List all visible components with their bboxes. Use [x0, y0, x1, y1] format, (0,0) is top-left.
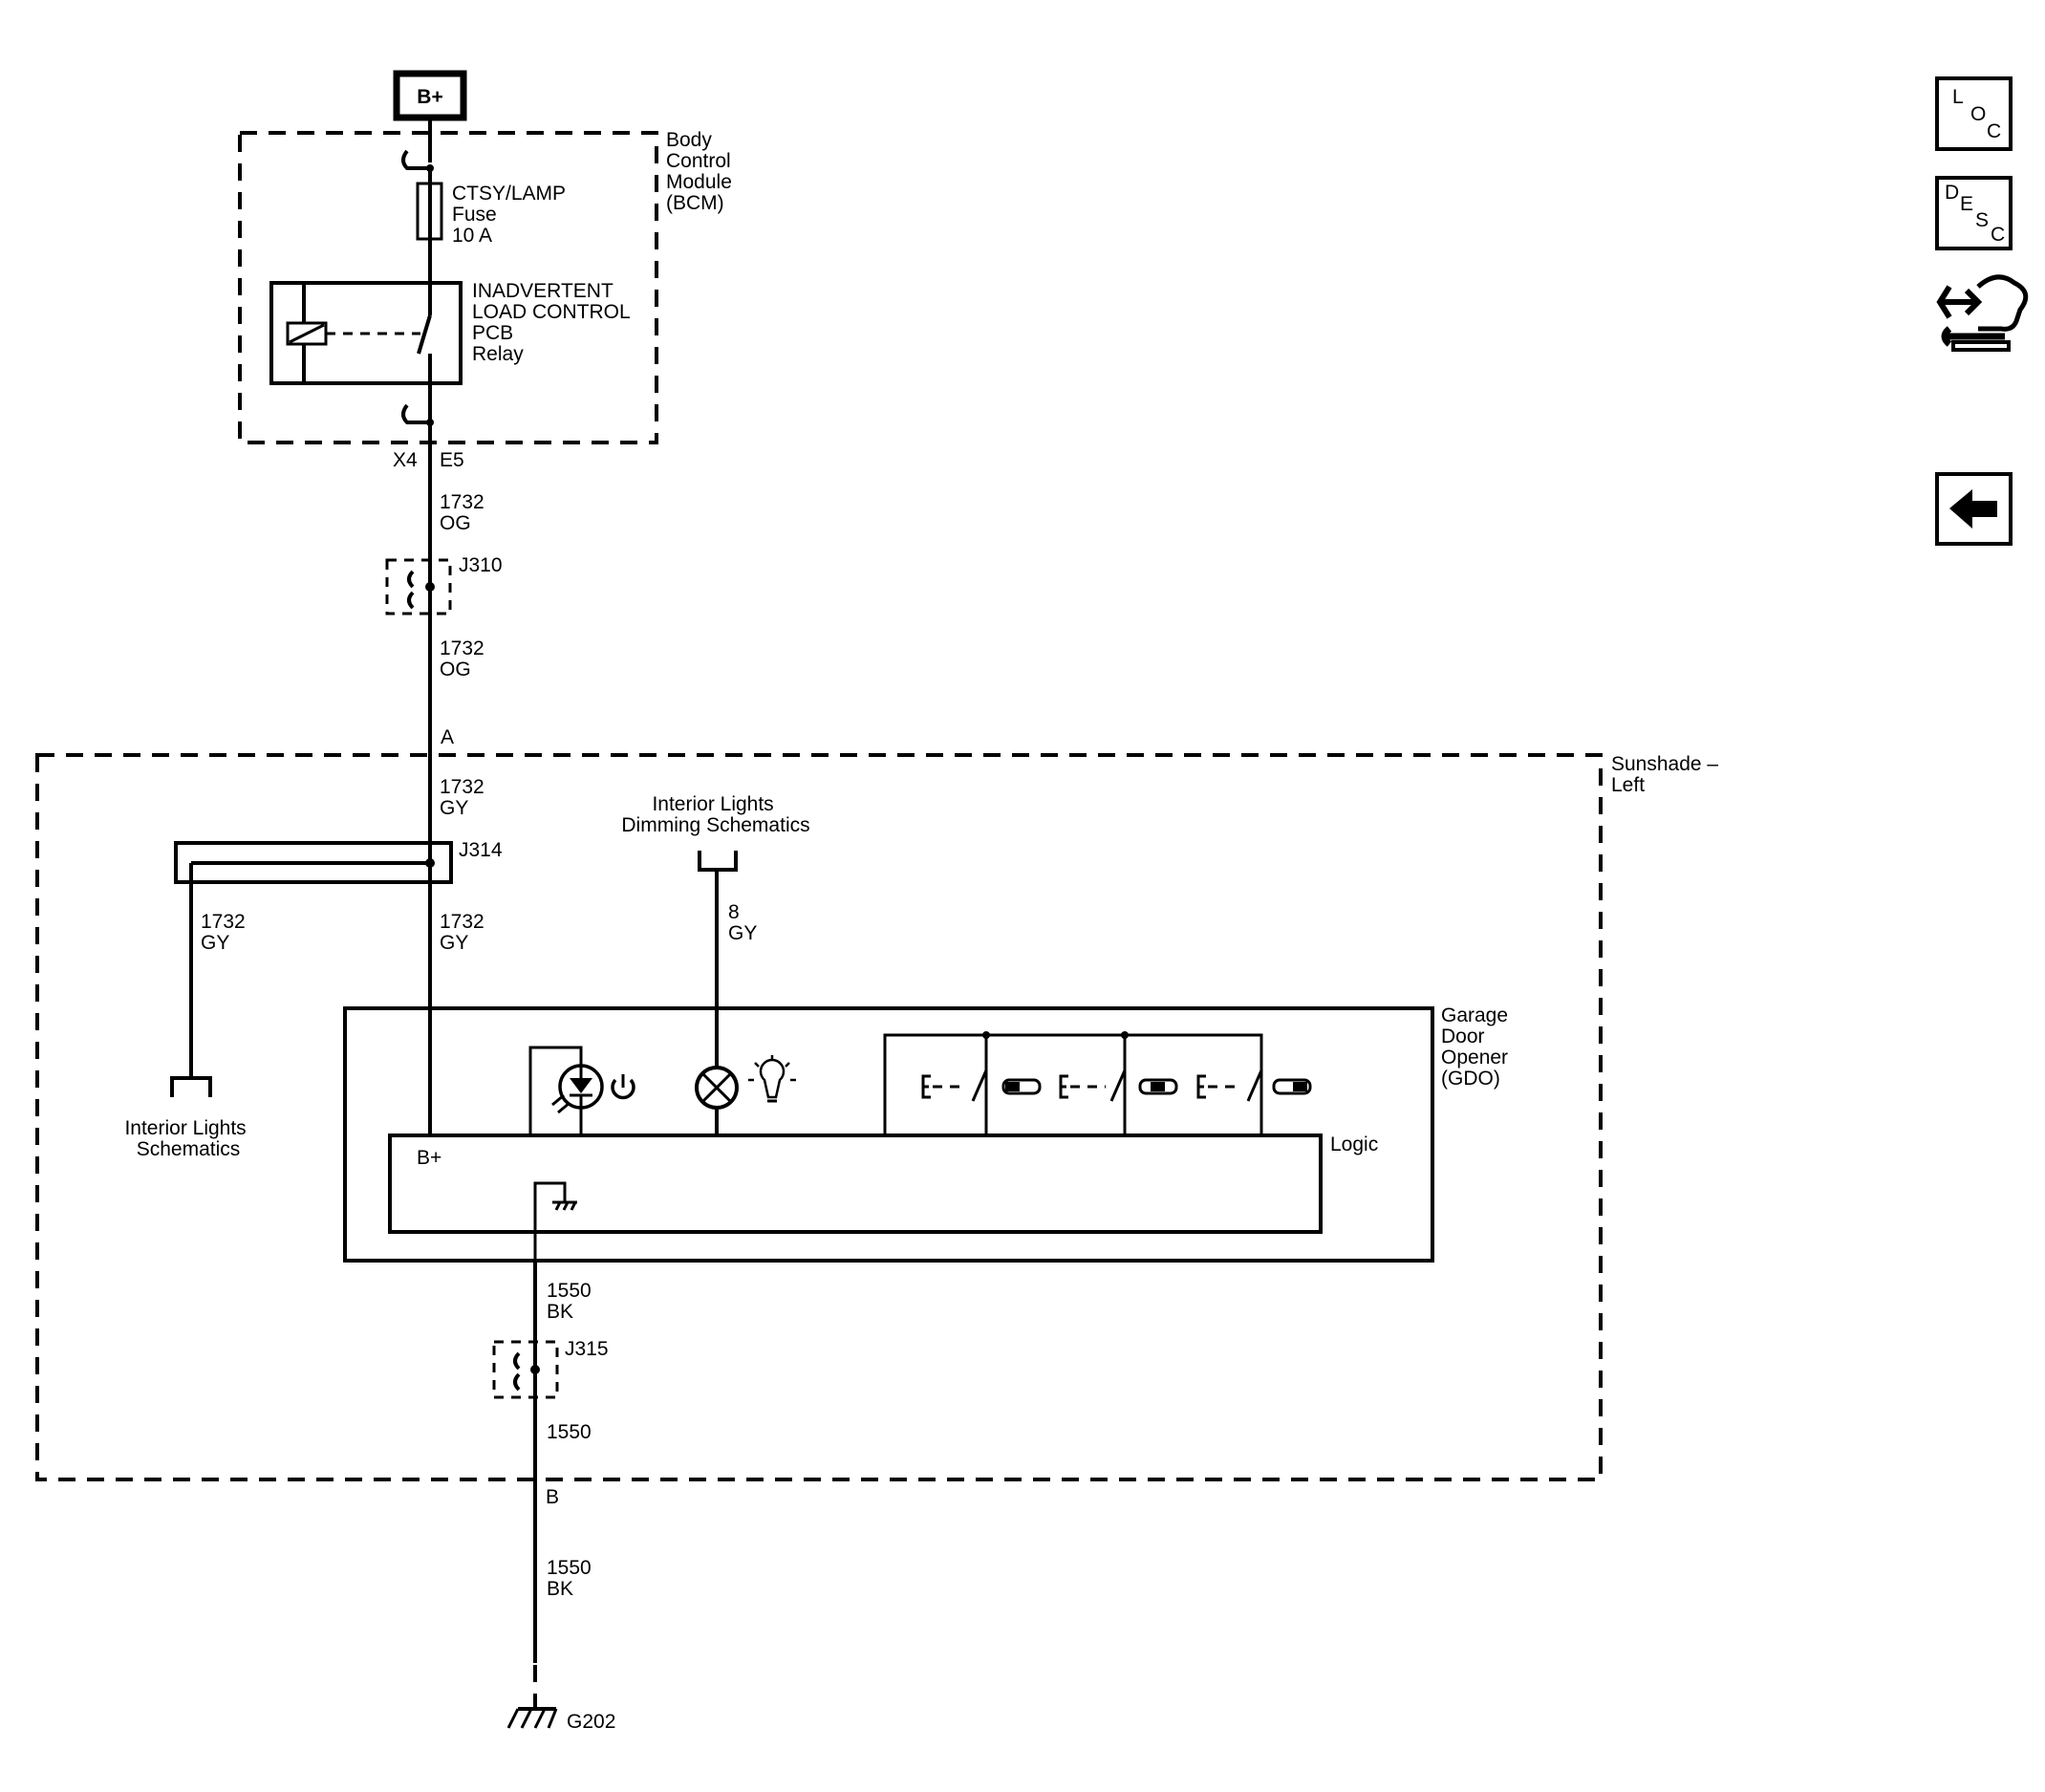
wire-1550: 1550	[547, 1421, 592, 1443]
dimming-label[interactable]: Interior Lights Dimming Schematics	[621, 793, 809, 836]
logic-bplus: B+	[417, 1147, 441, 1169]
power-icon	[611, 1074, 635, 1100]
dimming-ref[interactable]: Interior Lights Dimming Schematics	[621, 793, 810, 1070]
svg-text:S: S	[1975, 209, 1989, 231]
desc-button[interactable]: D E S C	[1935, 176, 2013, 250]
logic-label: Logic	[1330, 1133, 1378, 1155]
logic-ground-icon	[533, 1181, 577, 1262]
battery-supply: B+	[393, 70, 467, 121]
splice-j310: J310	[385, 554, 503, 615]
wire-8-gy: 8 GY	[728, 901, 757, 944]
svg-text:L: L	[1952, 86, 1964, 108]
j310-label: J310	[459, 554, 503, 576]
garage-door-opener: Garage Door Opener (GDO) Logic B+	[343, 1004, 1514, 1263]
wire-1732-og-a: 1732 OG	[440, 491, 490, 534]
relay-label: INADVERTENT LOAD CONTROL PCB Relay	[472, 280, 635, 365]
svg-text:E: E	[1960, 193, 1973, 215]
ground-g202-icon	[506, 1701, 558, 1729]
body-control-module: Body Control Module (BCM) CTSY/LAMP Fuse…	[238, 118, 738, 444]
bcm-name: Body Control Module (BCM)	[666, 129, 738, 214]
splice-j315: J315	[492, 1338, 609, 1399]
wire-1550-bk-a: 1550 BK	[547, 1280, 597, 1323]
svg-text:O: O	[1970, 103, 1986, 125]
switch-2-icon	[1059, 1031, 1178, 1102]
wire-1732-gy-left: 1732 GY	[201, 911, 251, 954]
connector-button[interactable]	[1936, 274, 2029, 352]
wire-1732-og-b: 1732 OG	[440, 637, 490, 680]
bcm-pin: E5	[440, 449, 464, 471]
svg-text:C: C	[1987, 120, 2001, 142]
j314-label: J314	[459, 839, 503, 861]
ground-label: G202	[567, 1711, 615, 1733]
bcm-connector: X4	[393, 449, 418, 471]
lamp-icon	[695, 1066, 739, 1135]
wire-1550-bk-b: 1550 BK	[547, 1557, 597, 1600]
sunshade-pin-b: B	[546, 1486, 559, 1508]
fuse-icon	[416, 168, 443, 315]
gdo-name: Garage Door Opener (GDO)	[1441, 1004, 1514, 1090]
interior-lights-label[interactable]: Interior Lights Schematics	[124, 1117, 251, 1160]
back-arrow-icon	[1949, 489, 1997, 529]
interior-lights-ref[interactable]: Interior Lights Schematics	[124, 1076, 251, 1160]
button-switches	[883, 1031, 1312, 1135]
back-button[interactable]	[1935, 472, 2013, 546]
loc-button[interactable]: L O C	[1935, 76, 2013, 151]
sunshade-left: Sunshade – Left	[35, 753, 1724, 1481]
svg-text:C: C	[1991, 224, 2005, 246]
j315-label: J315	[565, 1338, 609, 1360]
logic-block	[388, 1133, 1323, 1234]
svg-text:D: D	[1945, 182, 1959, 204]
relay-icon	[269, 281, 463, 421]
led-indicator-icon	[528, 1046, 604, 1135]
switch-1-icon	[921, 1031, 1042, 1102]
wire-1732-gy-a: 1732 GY	[440, 776, 490, 819]
sunshade-pin-a: A	[441, 726, 454, 748]
fuse-label: CTSY/LAMP Fuse 10 A	[452, 183, 571, 247]
wire-1732-gy-b: 1732 GY	[440, 911, 490, 954]
switch-3-icon	[1196, 1069, 1312, 1102]
light-bulb-icon	[748, 1055, 796, 1103]
splice-j314: J314	[174, 839, 503, 1080]
desc-icon: D E S C	[1945, 182, 2005, 246]
sunshade-name: Sunshade – Left	[1611, 753, 1724, 796]
loc-icon: L O C	[1952, 86, 2001, 142]
supply-label: B+	[417, 86, 442, 108]
connector-hand-icon	[1936, 274, 2029, 352]
